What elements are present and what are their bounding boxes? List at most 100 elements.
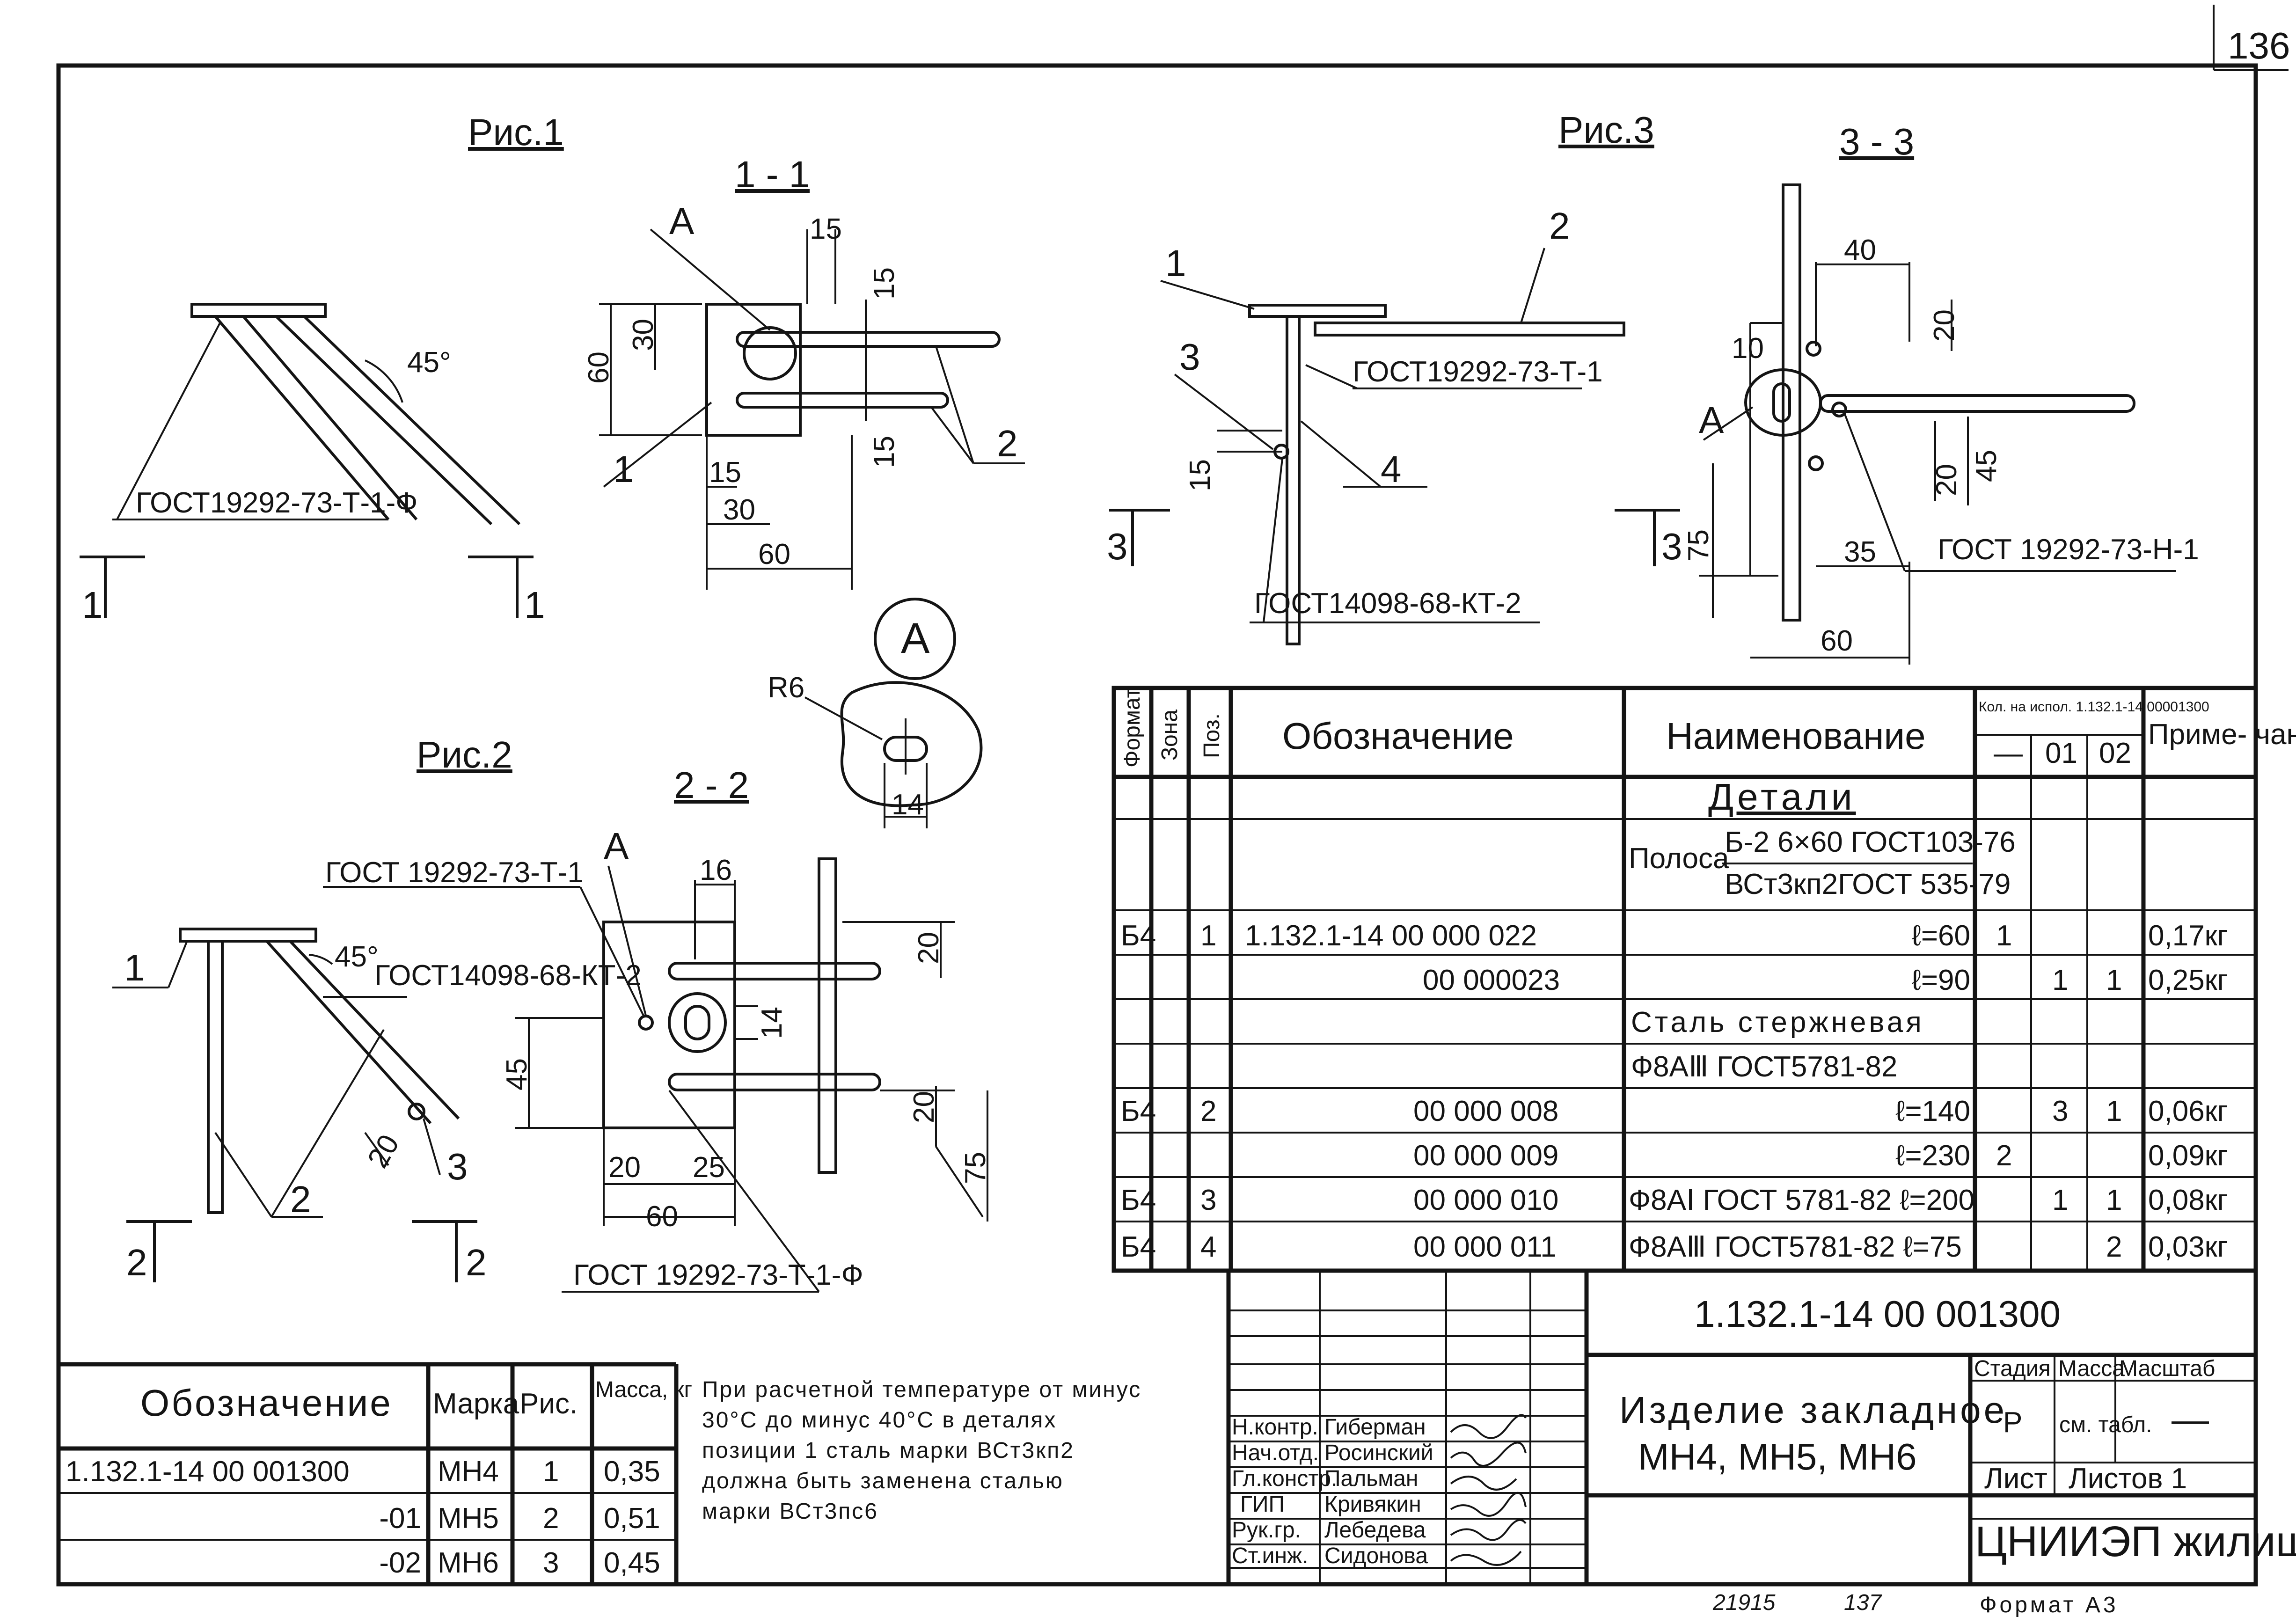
row-1-pos: 1 — [1200, 920, 1216, 952]
marks-row-1-fig: 1 — [543, 1456, 559, 1488]
header-qty-02: 02 — [2099, 737, 2131, 769]
table-row: Б4 2 00 000 008 ℓ=140 3 1 0,06кг — [1121, 1095, 2228, 1127]
fig1-callout-a: А — [669, 200, 695, 242]
signatory-row: Гл.констр. Пальман — [1232, 1466, 1418, 1491]
fig2-pos-1: 1 — [124, 947, 145, 988]
header-note: Приме- чание — [2148, 718, 2296, 751]
row-6-name: ℓ=230 — [1895, 1140, 1970, 1172]
marks-header-fig: Рис. — [519, 1388, 578, 1420]
fig1-section-marker-right: 1 — [524, 584, 545, 626]
row-7-pos: 3 — [1200, 1184, 1216, 1216]
signatory-row: Н.контр. Гиберман — [1232, 1415, 1426, 1440]
row-5-format: Б4 — [1121, 1095, 1156, 1127]
fig2-gost-t1: ГОСТ 19292-73-Т-1 — [325, 856, 584, 889]
org-name: ЦНИИЭП жилища — [1975, 1518, 2296, 1565]
title-block: 1.132.1-14 00 001300 Изделие закладное М… — [1226, 1271, 2296, 1584]
fig2-section-marker-left: 2 — [126, 1242, 147, 1283]
fig2-dim-20a: 20 — [913, 932, 945, 964]
row-2-designation: 00 000023 — [1423, 964, 1560, 996]
footer-middle: 137 — [1844, 1590, 1882, 1615]
sig-name-1: Гиберман — [1324, 1415, 1426, 1440]
marks-header-mass: Масса, кг — [595, 1377, 692, 1402]
sig-name-4: Кривякин — [1324, 1492, 1421, 1517]
fig2-pos-3: 3 — [447, 1146, 468, 1187]
note-line-4: должна быть заменена сталью — [702, 1469, 1064, 1493]
fig3-title: Рис.3 — [1558, 109, 1654, 151]
row-2-note: 0,25кг — [2148, 964, 2228, 996]
table-row: Б4 1 1.132.1-14 00 000 022 ℓ=60 1 0,17кг — [1121, 920, 2228, 952]
table-row: 1.132.1-14 00 001300 МН4 1 0,35 — [66, 1456, 660, 1488]
row-1-q0: 1 — [1996, 920, 2012, 952]
row-7-name: Ф8АⅠ ГОСТ 5781-82 ℓ=200 — [1629, 1184, 1974, 1216]
header-zone: Зона — [1157, 710, 1182, 761]
detail-a: А R6 14 — [768, 598, 983, 828]
fig1-angle: 45° — [407, 346, 451, 379]
row-6-designation: 00 000 009 — [1413, 1140, 1558, 1172]
fig3-section-marker-right: 3 — [1661, 526, 1682, 567]
table-row: Б4 3 00 000 010 Ф8АⅠ ГОСТ 5781-82 ℓ=200 … — [1121, 1184, 2228, 1216]
footer: 21915 137 Формат А3 — [1712, 1590, 2116, 1617]
title-line-1: Изделие закладное — [1619, 1389, 2007, 1431]
fig3-pos-2: 2 — [1549, 205, 1570, 247]
fig2-dim-20c: 20 — [608, 1151, 641, 1184]
row-8-q2: 2 — [2106, 1231, 2122, 1263]
fig3-dim-20a: 20 — [1928, 309, 1960, 342]
row-6-q0: 2 — [1996, 1140, 2012, 1172]
header-name: Наименование — [1666, 715, 1926, 757]
fig2-callout-a: А — [604, 825, 629, 867]
row-5-note: 0,06кг — [2148, 1095, 2228, 1127]
marks-row-2-fig: 2 — [543, 1502, 559, 1535]
row-7-format: Б4 — [1121, 1184, 1156, 1216]
fig1-pos-1: 1 — [613, 448, 634, 490]
signature-scribbles — [1450, 1414, 1527, 1566]
sig-role-1: Н.контр. — [1232, 1415, 1318, 1440]
fig1-section-marker-left: 1 — [82, 584, 103, 626]
fig2-dim-75: 75 — [959, 1152, 992, 1184]
row-8-format: Б4 — [1121, 1231, 1156, 1263]
fig1-dim-30h: 30 — [723, 494, 755, 526]
row-5-q2: 1 — [2106, 1095, 2122, 1127]
strip-top: Б-2 6×60 ГОСТ103-76 — [1725, 826, 2016, 858]
row-2-q1: 1 — [2052, 964, 2068, 996]
fig1-dim-15c: 15 — [868, 436, 900, 468]
marks-row-3-mass: 0,45 — [604, 1547, 660, 1579]
fig1-dim-15d: 15 — [709, 456, 741, 489]
note-line-2: 30°С до минус 40°С в деталях — [702, 1408, 1057, 1433]
fig2-gost-kt2: ГОСТ14098-68-КТ-2 — [374, 959, 642, 992]
stage-value: Р — [2003, 1406, 2022, 1439]
fig2-angle: 45° — [335, 941, 379, 973]
detail-a-title: А — [901, 614, 930, 662]
page-number-box: 136 — [2213, 5, 2290, 71]
row-1-name: ℓ=60 — [1912, 920, 1970, 952]
sig-role-6: Ст.инж. — [1232, 1544, 1308, 1568]
section-2-2-title: 2 - 2 — [674, 764, 749, 806]
row-5-q1: 3 — [2052, 1095, 2068, 1127]
mass-label: Масса — [2058, 1356, 2125, 1381]
sig-name-2: Росинский — [1324, 1441, 1433, 1465]
row-6-note: 0,09кг — [2148, 1140, 2228, 1172]
fig2-dim-60: 60 — [646, 1200, 678, 1233]
note-line-1: При расчетной температуре от минус — [702, 1377, 1141, 1402]
note-text: При расчетной температуре от минус 30°С … — [702, 1377, 1141, 1524]
scale-value: — — [2172, 1398, 2209, 1440]
fig3-dim-75: 75 — [1682, 529, 1715, 562]
fig1-gost-label: ГОСТ19292-73-Т-1-Ф — [136, 487, 417, 519]
table-row: Б4 4 00 000 011 Ф8АⅢ ГОСТ5781-82 ℓ=75 2 … — [1121, 1231, 2228, 1263]
detail-a-width: 14 — [892, 789, 924, 821]
signatory-row: ГИП Кривякин — [1240, 1492, 1421, 1517]
fig2-dim-20b: 20 — [908, 1091, 940, 1123]
fig3-dim-10: 10 — [1732, 332, 1764, 365]
signatory-row: Ст.инж. Сидонова — [1232, 1544, 1428, 1568]
row-8-pos: 4 — [1200, 1231, 1216, 1263]
row-8-designation: 00 000 011 — [1413, 1231, 1557, 1263]
figure-1: Рис.1 45° ГОСТ19292-73-Т-1-Ф 1 1 — [80, 111, 564, 626]
header-pos: Поз. — [1199, 713, 1224, 758]
marks-row-3-fig: 3 — [543, 1547, 559, 1579]
table-row: 00 000023 ℓ=90 1 1 0,25кг — [1423, 964, 2228, 996]
signatory-row: Нач.отд. Росинский — [1232, 1441, 1433, 1465]
sig-role-4: ГИП — [1240, 1492, 1285, 1517]
mass-value: см. табл. — [2059, 1412, 2152, 1437]
fig3-section-marker-left: 3 — [1107, 526, 1128, 567]
marks-row-2-designation: -01 — [379, 1502, 421, 1535]
